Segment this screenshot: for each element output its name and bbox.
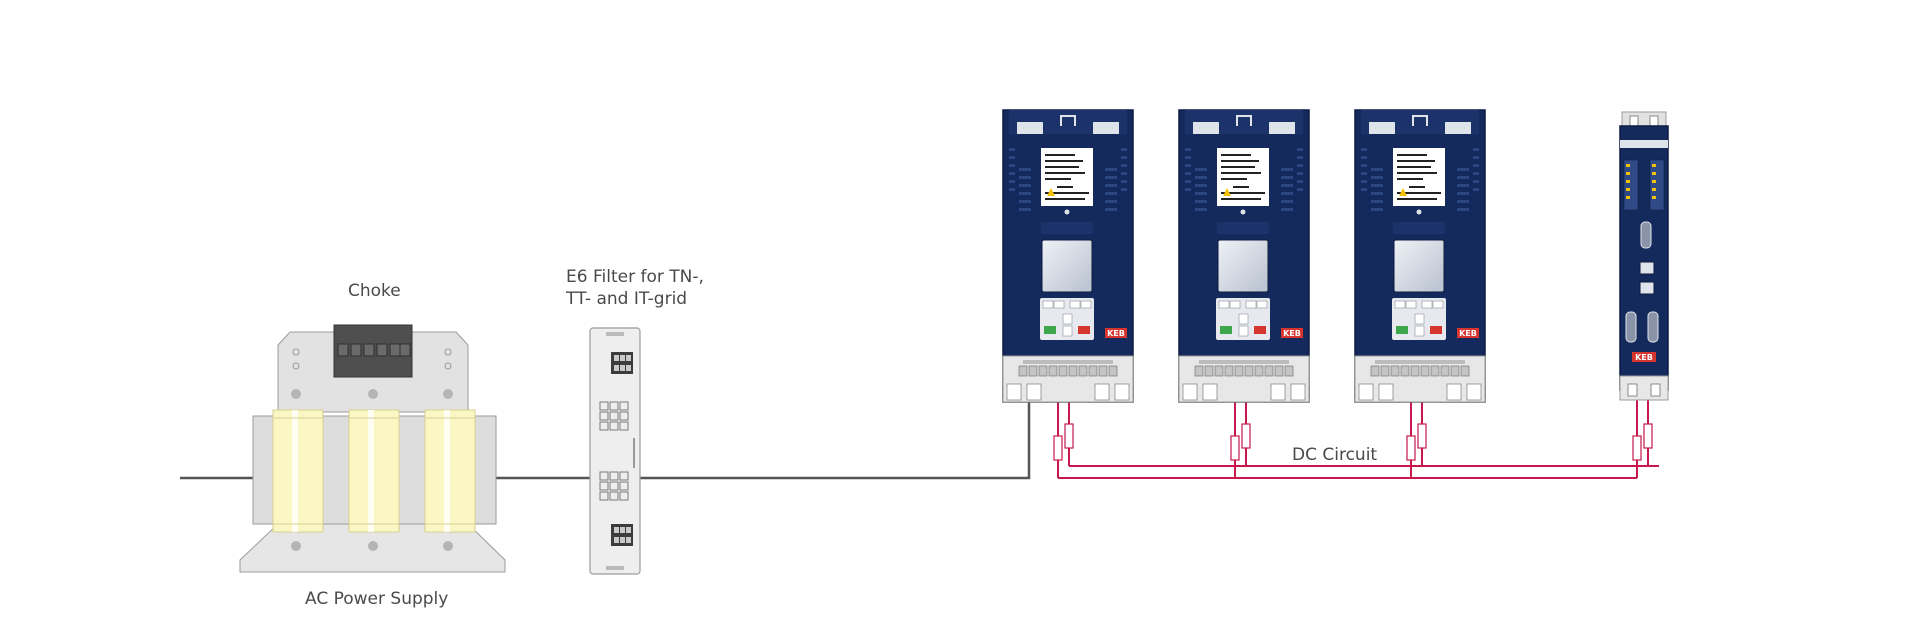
keb-logo-text: KEB bbox=[1459, 329, 1477, 338]
keypad-buttons bbox=[1394, 300, 1444, 337]
filter-body bbox=[589, 327, 641, 575]
drive-label-plate bbox=[1041, 148, 1093, 206]
ethernet-port-icon bbox=[1639, 261, 1655, 275]
fuse-icon bbox=[1643, 423, 1653, 449]
terminal-screws bbox=[1018, 365, 1118, 377]
drive-label-plate bbox=[1393, 148, 1445, 206]
filter-label-line-2: TT- and IT-grid bbox=[566, 289, 688, 309]
choke-screw-icon bbox=[444, 348, 452, 356]
drive-unit-1: KEB bbox=[1002, 109, 1134, 403]
choke-bolt bbox=[443, 389, 453, 399]
choke-coil bbox=[424, 409, 476, 533]
stop-button bbox=[1254, 326, 1266, 334]
fuse-icon bbox=[1241, 423, 1251, 449]
choke-coil bbox=[348, 409, 400, 533]
drive-display-frame bbox=[1393, 222, 1445, 234]
fuse-icon bbox=[1417, 423, 1427, 449]
dsub-connector-icon bbox=[1647, 311, 1659, 343]
drive-display-frame bbox=[1217, 222, 1269, 234]
keypad-buttons bbox=[1218, 300, 1268, 337]
filter-terminal-bottom bbox=[611, 524, 633, 546]
drive-vent-right bbox=[1281, 148, 1303, 211]
choke-label: Choke bbox=[348, 281, 401, 301]
warning-icon bbox=[1223, 188, 1231, 196]
drive-display-frame bbox=[1041, 222, 1093, 234]
terminal-screws bbox=[1370, 365, 1470, 377]
dsub-connector-icon bbox=[1625, 311, 1637, 343]
drive-label-plate bbox=[1217, 148, 1269, 206]
filter-label: E6 Filter for TN-, TT- and IT-grid bbox=[566, 266, 704, 310]
choke-bolt bbox=[368, 389, 378, 399]
warning-icon bbox=[1047, 188, 1055, 196]
stop-button bbox=[1078, 326, 1090, 334]
label-plate-text-lines bbox=[1397, 154, 1441, 200]
drive-vent-left bbox=[1185, 148, 1207, 211]
e6-filter bbox=[589, 327, 641, 575]
fuse-icon bbox=[1053, 435, 1063, 461]
keypad-buttons bbox=[1042, 300, 1092, 337]
controller-module: KEB bbox=[1619, 111, 1669, 401]
choke-screw-icon bbox=[292, 348, 300, 356]
keb-logo bbox=[1105, 328, 1127, 338]
drive-vent-right bbox=[1457, 148, 1479, 211]
ethernet-port-icon bbox=[1639, 281, 1655, 295]
start-button bbox=[1220, 326, 1232, 334]
controller-mount-bottom bbox=[1619, 375, 1669, 401]
drive-display-screen bbox=[1217, 239, 1269, 293]
filter-label-line-1: E6 Filter for TN-, bbox=[566, 267, 704, 287]
choke-bolt bbox=[291, 389, 301, 399]
fuse-icon bbox=[1406, 435, 1416, 461]
dsub-connector-icon bbox=[1640, 221, 1652, 249]
choke-bolt bbox=[368, 541, 378, 551]
fuse-icon bbox=[1632, 435, 1642, 461]
start-button bbox=[1396, 326, 1408, 334]
terminal-screws bbox=[1194, 365, 1294, 377]
choke bbox=[239, 324, 506, 573]
choke-screw-icon bbox=[292, 362, 300, 370]
dc-fuses bbox=[1053, 423, 1653, 461]
ac-power-supply-label: AC Power Supply bbox=[305, 589, 449, 609]
fuse-icon bbox=[1064, 423, 1074, 449]
warning-icon bbox=[1399, 188, 1407, 196]
ac-supply-line bbox=[180, 368, 1031, 480]
label-plate-text-lines bbox=[1221, 154, 1265, 200]
drive-unit-2: KEB bbox=[1178, 109, 1310, 403]
filter-vent-grid bbox=[599, 401, 629, 501]
choke-bolt bbox=[443, 541, 453, 551]
drive-vent-left bbox=[1009, 148, 1031, 211]
drive-unit-3: KEB bbox=[1354, 109, 1486, 403]
keb-logo-text: KEB bbox=[1107, 329, 1125, 338]
choke-terminals bbox=[337, 343, 411, 357]
dc-circuit-label: DC Circuit bbox=[1292, 445, 1378, 465]
drive-vent-left bbox=[1361, 148, 1383, 211]
keb-logo bbox=[1281, 328, 1303, 338]
stop-button bbox=[1430, 326, 1442, 334]
keb-logo bbox=[1632, 352, 1656, 362]
choke-screw-icon bbox=[444, 362, 452, 370]
drive-display-screen bbox=[1041, 239, 1093, 293]
start-button bbox=[1044, 326, 1056, 334]
keb-logo-text: KEB bbox=[1635, 353, 1653, 362]
choke-bolt bbox=[291, 541, 301, 551]
drive-vent-right bbox=[1105, 148, 1127, 211]
keb-logo bbox=[1457, 328, 1479, 338]
keb-logo-text: KEB bbox=[1283, 329, 1301, 338]
filter-terminal-top bbox=[611, 352, 633, 374]
fuse-icon bbox=[1230, 435, 1240, 461]
drive-display-screen bbox=[1393, 239, 1445, 293]
label-plate-text-lines bbox=[1045, 154, 1089, 200]
choke-coil bbox=[272, 409, 324, 533]
